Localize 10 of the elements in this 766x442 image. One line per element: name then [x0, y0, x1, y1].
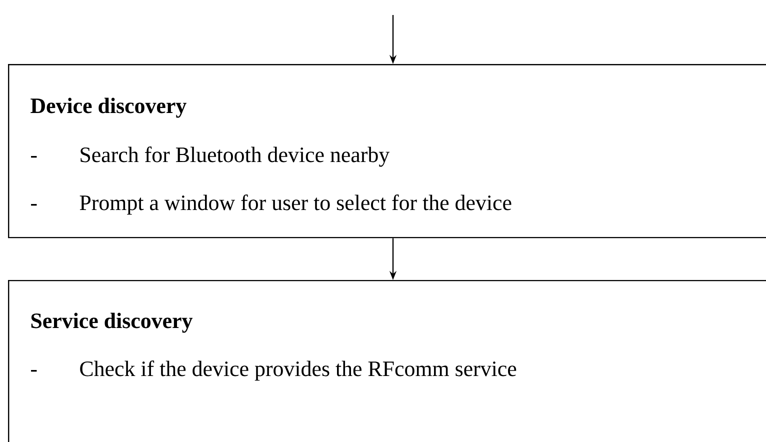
- bullet-dash: -: [31, 370, 37, 372]
- process-box: [8, 64, 766, 238]
- bullet-dash: -: [31, 156, 37, 158]
- box-heading: Device discovery: [30, 98, 186, 118]
- bullet-dash: -: [31, 204, 37, 206]
- process-box: [8, 280, 766, 442]
- box-heading: Service discovery: [31, 312, 193, 333]
- bullet-text: Prompt a window for user to select for the device: [80, 194, 512, 215]
- bullet-text: Search for Bluetooth device nearby: [80, 146, 390, 167]
- bullet-text: Check if the device provides the RFcomm service: [80, 360, 516, 381]
